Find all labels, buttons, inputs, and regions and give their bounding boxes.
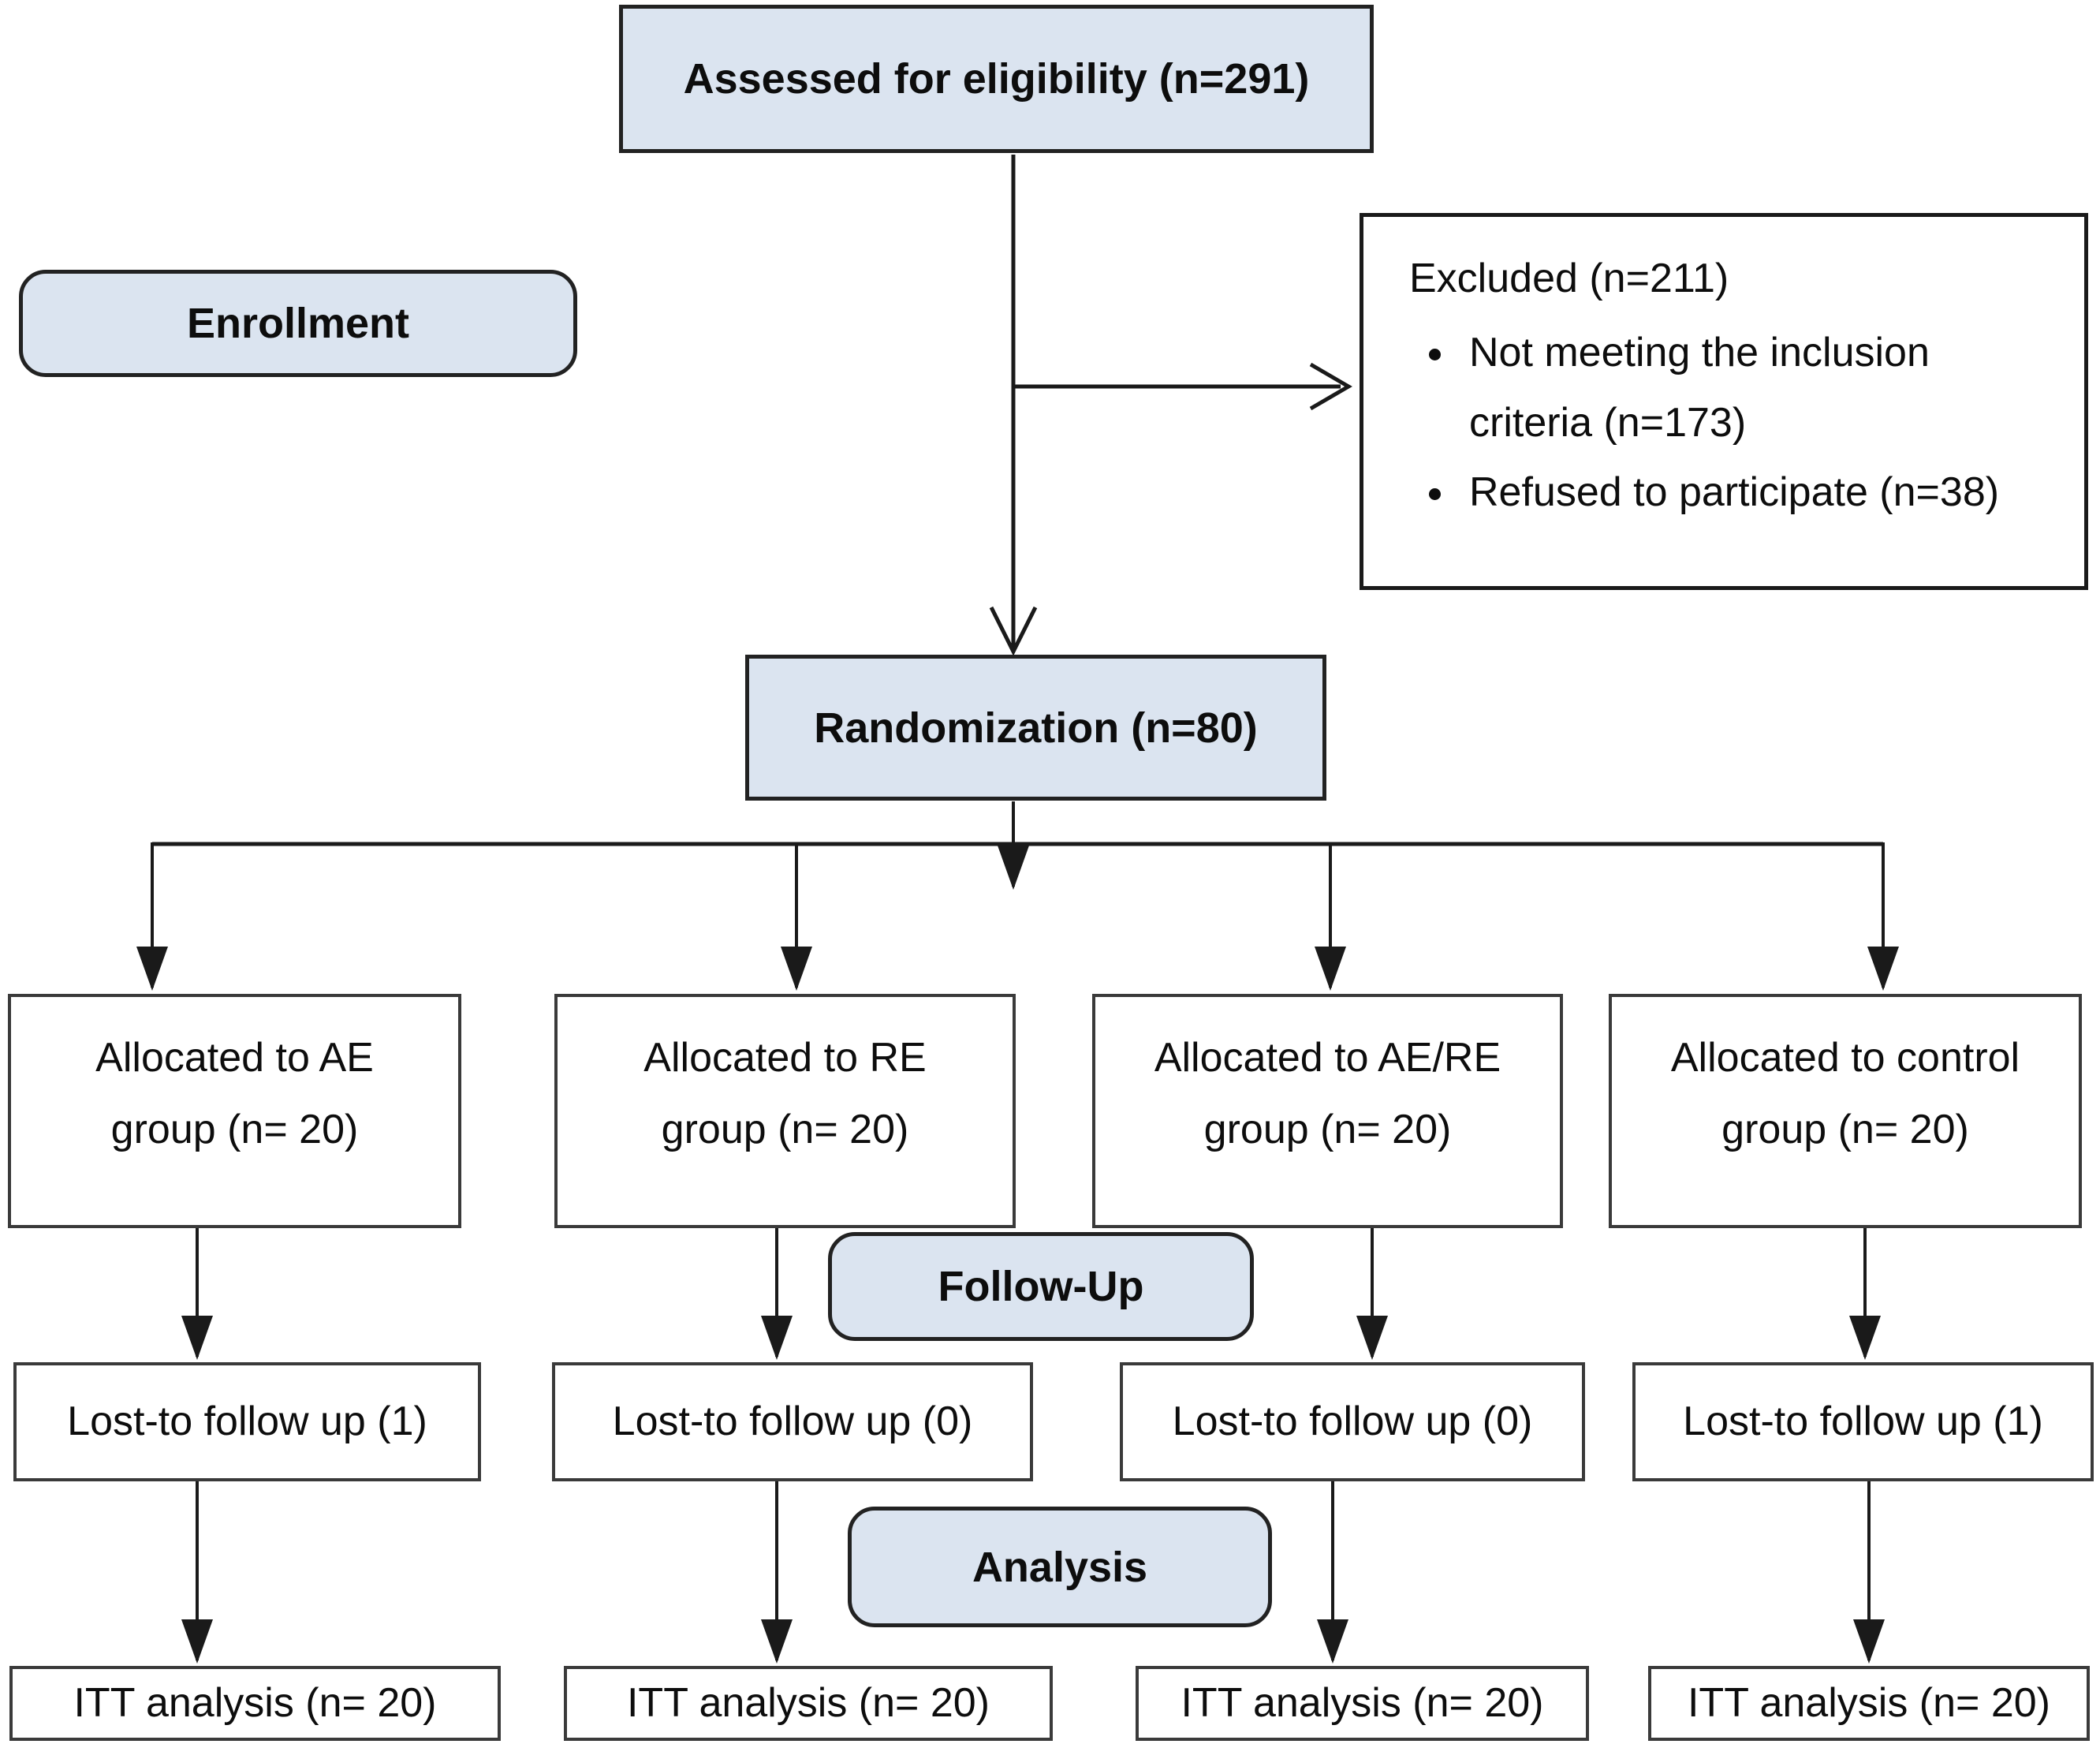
lost-followup-control-text: Lost-to follow up (1) (1683, 1399, 2043, 1445)
open-arrowhead-down-icon (989, 606, 1038, 656)
itt-aere-box: ITT analysis (n= 20) (1136, 1666, 1589, 1741)
excluded-bullet-list: Not meeting the inclusion criteria (n=17… (1409, 318, 2061, 527)
lost-followup-ae-text: Lost-to follow up (1) (67, 1399, 427, 1445)
itt-control-text: ITT analysis (n= 20) (1687, 1680, 2050, 1727)
allocation-aere-box: Allocated to AE/RE group (n= 20) (1092, 994, 1563, 1228)
itt-re-text: ITT analysis (n= 20) (626, 1680, 990, 1727)
allocation-ae-line1: Allocated to AE (95, 1035, 374, 1081)
itt-ae-text: ITT analysis (n= 20) (73, 1680, 437, 1727)
allocation-control-line2: group (n= 20) (1721, 1107, 1969, 1152)
enrollment-stage-text: Enrollment (186, 300, 410, 347)
analysis-stage-label: Analysis (848, 1507, 1272, 1627)
analysis-stage-text: Analysis (972, 1543, 1148, 1591)
assessed-eligibility-text: Assessed for eligibility (n=291) (683, 55, 1310, 103)
itt-ae-box: ITT analysis (n= 20) (9, 1666, 501, 1741)
lost-followup-re-text: Lost-to follow up (0) (612, 1399, 973, 1445)
lost-followup-control-box: Lost-to follow up (1) (1632, 1362, 2094, 1481)
lost-followup-ae-box: Lost-to follow up (1) (13, 1362, 481, 1481)
randomization-text: Randomization (n=80) (814, 704, 1258, 752)
allocation-control-line1: Allocated to control (1670, 1035, 2020, 1081)
lost-followup-aere-box: Lost-to follow up (0) (1120, 1362, 1585, 1481)
itt-re-box: ITT analysis (n= 20) (564, 1666, 1053, 1741)
randomization-box: Randomization (n=80) (745, 655, 1326, 801)
followup-stage-label: Follow-Up (828, 1232, 1254, 1341)
excluded-bullet-refused: Refused to participate (n=38) (1458, 457, 2061, 527)
allocation-aere-line2: group (n= 20) (1203, 1107, 1452, 1152)
followup-stage-text: Follow-Up (938, 1263, 1144, 1310)
allocation-re-line1: Allocated to RE (643, 1035, 927, 1081)
itt-aere-text: ITT analysis (n= 20) (1181, 1680, 1544, 1727)
lost-followup-re-box: Lost-to follow up (0) (552, 1362, 1033, 1481)
itt-control-box: ITT analysis (n= 20) (1648, 1666, 2090, 1741)
allocation-control-box: Allocated to control group (n= 20) (1609, 994, 2082, 1228)
excluded-box: Excluded (n=211) Not meeting the inclusi… (1360, 213, 2088, 590)
allocation-ae-box: Allocated to AE group (n= 20) (8, 994, 461, 1228)
excluded-title: Excluded (n=211) (1409, 256, 1729, 301)
allocation-aere-line1: Allocated to AE/RE (1154, 1035, 1501, 1081)
excluded-bullet-inclusion: Not meeting the inclusion criteria (n=17… (1458, 318, 2061, 457)
lost-followup-aere-text: Lost-to follow up (0) (1172, 1399, 1533, 1445)
assessed-eligibility-box: Assessed for eligibility (n=291) (619, 5, 1374, 153)
allocation-re-box: Allocated to RE group (n= 20) (554, 994, 1016, 1228)
allocation-ae-line2: group (n= 20) (110, 1107, 359, 1152)
enrollment-stage-label: Enrollment (19, 270, 577, 377)
open-arrowhead-right-icon (1309, 362, 1352, 411)
allocation-re-line2: group (n= 20) (661, 1107, 909, 1152)
